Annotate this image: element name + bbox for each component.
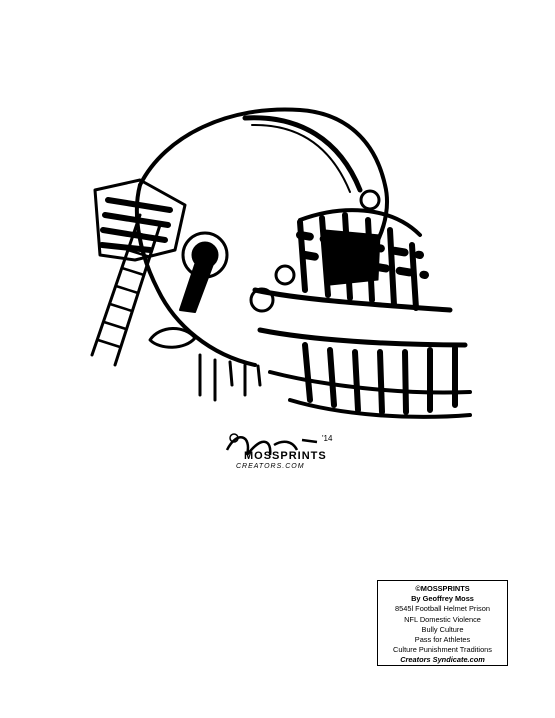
signature-scrawl [225,433,318,456]
caption-tag: Bully Culture [421,624,464,634]
keyhole-icon [179,231,229,313]
caption-copyright: ©MOSSPRINTS [415,584,470,593]
caption-tag: Culture Punishment Traditions [392,645,492,655]
caption-syndicate: Creators Syndicate.com [400,655,485,665]
helmet-bolt [249,287,275,313]
caption-box: ©MOSSPRINTS By Geoffrey Moss 8545l Footb… [377,580,508,666]
prison-flag [93,178,187,262]
signature-website: CREATORS.COM [236,463,305,470]
caption-title: 8545l Football Helmet Prison [395,604,490,614]
helmet-bolt [274,264,296,286]
helmet-shell [138,107,389,242]
caption-tag: NFL Domestic Violence [404,614,481,624]
artist-signature: MOSSPRINTS '14 CREATORS.COM [222,430,342,480]
signature-year: '14 [322,434,333,443]
caption-byline: By Geoffrey Moss [411,594,474,604]
signature-mark: MOSSPRINTS [244,450,327,462]
helmet-bolt [359,189,381,211]
helmet-stripe [242,115,363,193]
ladder-icon [90,213,162,367]
caption-tag: Pass for Athletes [414,635,471,645]
ear-hole [148,327,197,349]
